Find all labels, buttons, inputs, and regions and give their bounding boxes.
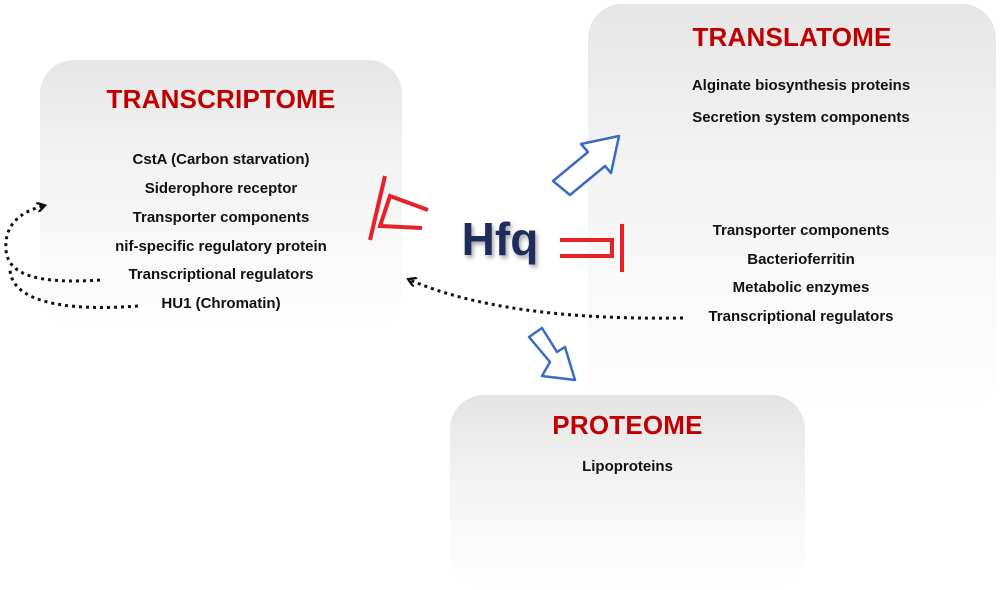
activation-arrow-proteome-icon <box>527 326 577 382</box>
dotted-feedback-arrow-outer <box>8 269 139 309</box>
translatome-item-secretion: Secretion system components <box>692 109 910 126</box>
translatome-item-alginate: Alginate biosynthesis proteins <box>691 77 911 94</box>
inhibition-transcriptome-icon <box>368 175 429 241</box>
translatome-panel <box>588 4 996 414</box>
proteome-panel <box>450 395 805 590</box>
translatome-title: TRANSLATOME <box>692 22 892 52</box>
translatome-item-regulators: Transcriptional regulators <box>708 308 894 325</box>
transcriptome-item-siderophore: Siderophore receptor <box>144 180 298 197</box>
transcriptome-item-csta: CstA (Carbon starvation) <box>132 151 310 168</box>
inhibition-translatome-icon <box>560 224 624 272</box>
proteome-title: PROTEOME <box>552 410 703 440</box>
transcriptome-item-transporter: Transporter components <box>132 209 310 226</box>
transcriptome-panel <box>40 60 402 330</box>
proteome-item-lipoproteins: Lipoproteins <box>582 458 673 475</box>
translatome-item-bacterioferritin: Bacterioferritin <box>747 251 855 268</box>
hfq-label: Hfq <box>461 213 539 265</box>
transcriptome-item-nif: nif-specific regulatory protein <box>115 238 327 255</box>
translatome-item-metabolic: Metabolic enzymes <box>732 279 870 296</box>
activation-arrow-translatome-icon <box>551 134 621 197</box>
dotted-arrow-translatome-to-transcriptome <box>410 280 684 320</box>
transcriptome-item-hu1: HU1 (Chromatin) <box>161 295 281 312</box>
transcriptome-item-regulators: Transcriptional regulators <box>128 266 314 283</box>
transcriptome-title: TRANSCRIPTOME <box>106 84 336 114</box>
translatome-item-transporter: Transporter components <box>712 222 890 239</box>
dotted-feedback-arrow <box>4 206 101 283</box>
